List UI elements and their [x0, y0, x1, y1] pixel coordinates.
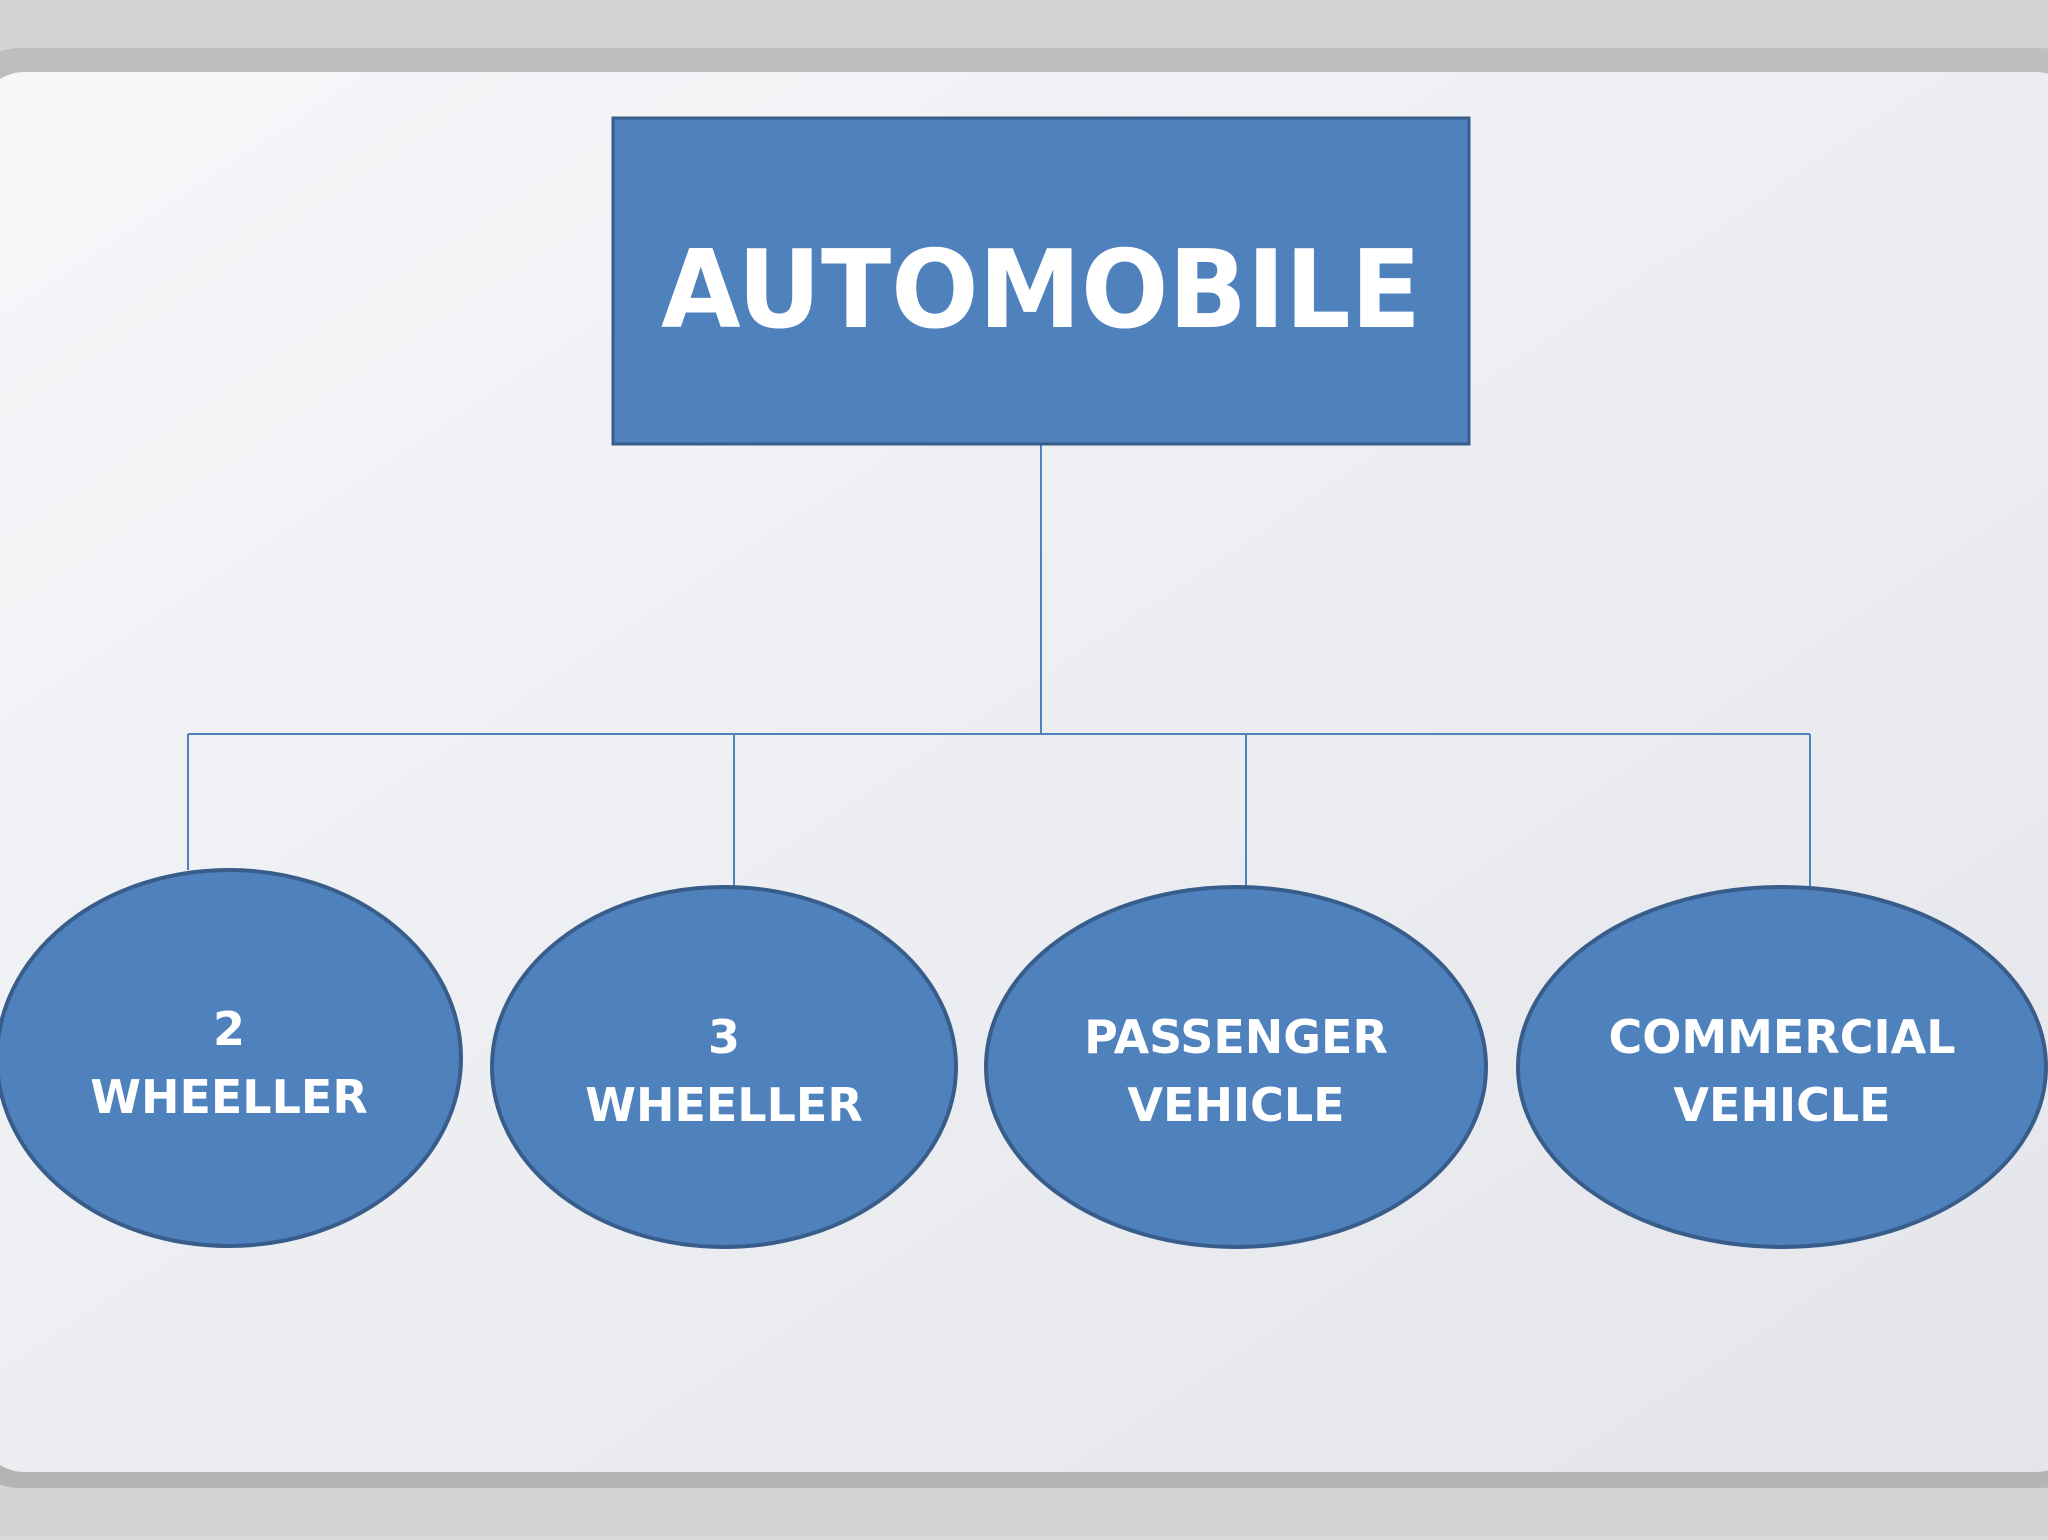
connector-lines [187, 444, 1811, 887]
child-node-3: PASSENGER VEHICLE [984, 885, 1488, 1249]
child-ellipse [1516, 885, 2048, 1249]
child-label-line-2: WHEELLER [90, 1070, 368, 1124]
child-label-line-1: 3 [708, 1010, 740, 1064]
child-ellipse [984, 885, 1488, 1249]
child-label-line-2: WHEELLER [585, 1078, 863, 1132]
root-node: AUTOMOBILE [611, 116, 1471, 446]
root-label: AUTOMOBILE [661, 228, 1421, 353]
child-node-4: COMMERCIAL VEHICLE [1516, 885, 2048, 1249]
child-label-line-1: PASSENGER [1084, 1010, 1388, 1064]
child-label-line-1: 2 [213, 1002, 245, 1056]
child-label-line-1: COMMERCIAL [1608, 1010, 1955, 1064]
root-box [611, 116, 1471, 446]
child-ellipse [490, 885, 958, 1249]
child-node-1: 2 WHEELLER [0, 868, 463, 1248]
child-label-line-2: VEHICLE [1127, 1078, 1344, 1132]
child-label-line-2: VEHICLE [1673, 1078, 1890, 1132]
child-ellipse [0, 868, 463, 1248]
child-node-2: 3 WHEELLER [490, 885, 958, 1249]
